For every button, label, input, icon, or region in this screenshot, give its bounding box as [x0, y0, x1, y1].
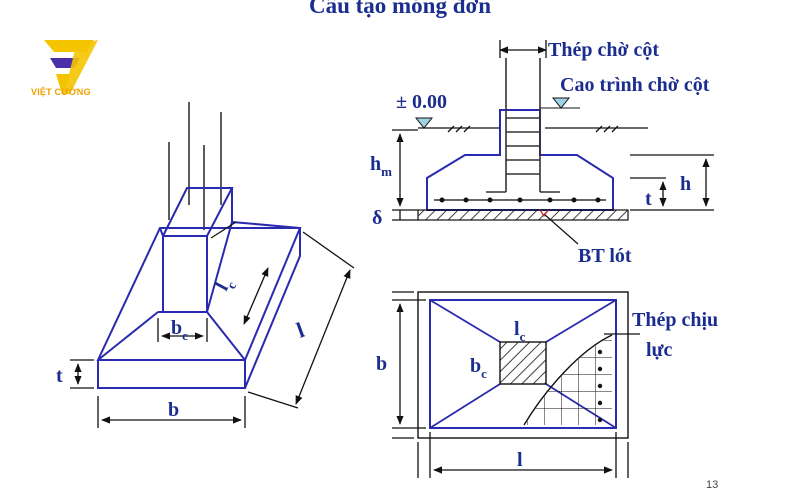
label-b-3d: b: [168, 399, 179, 421]
label-l-plan: l: [517, 449, 523, 471]
label-t-section: t: [645, 188, 652, 210]
label-bt-lot: BT lót: [578, 245, 632, 267]
label-level: ± 0.00: [396, 91, 447, 113]
level-marker-icon: [551, 97, 571, 109]
isometric-dimensions: [70, 221, 355, 428]
label-thep-cho-cot: Thép chờ cột: [548, 39, 659, 61]
label-bc-plan: bc: [470, 355, 487, 381]
label-t-3d: t: [56, 365, 63, 387]
viet-cuong-logo-icon: [44, 40, 98, 94]
label-b-plan: b: [376, 353, 387, 375]
slide-title: Cấu tạo móng đơn: [308, 0, 492, 18]
isometric-view: [96, 102, 302, 389]
label-luc: lực: [646, 339, 673, 361]
label-lc-plan: lc: [514, 318, 526, 344]
label-hm: hm: [370, 153, 392, 179]
label-bc-3d: bc: [171, 317, 188, 343]
label-delta: δ: [372, 207, 382, 229]
level-marker-icon: [414, 117, 434, 129]
label-cao-trinh: Cao trình chờ cột: [560, 74, 710, 96]
labels: Thép chờ cột Cao trình chờ cột ± 0.00 hm…: [56, 39, 718, 471]
plan-view: [392, 291, 640, 478]
label-l-3d: l: [293, 317, 307, 343]
label-lc-3d: lc: [211, 274, 239, 296]
label-thep-chiu: Thép chịu: [632, 309, 718, 331]
brand-name: VIỆT CƯỜNG: [31, 87, 91, 97]
section-view: [392, 40, 714, 245]
starter-rebars: [168, 102, 222, 230]
page-number: 13: [706, 479, 719, 491]
label-h: h: [680, 173, 691, 195]
